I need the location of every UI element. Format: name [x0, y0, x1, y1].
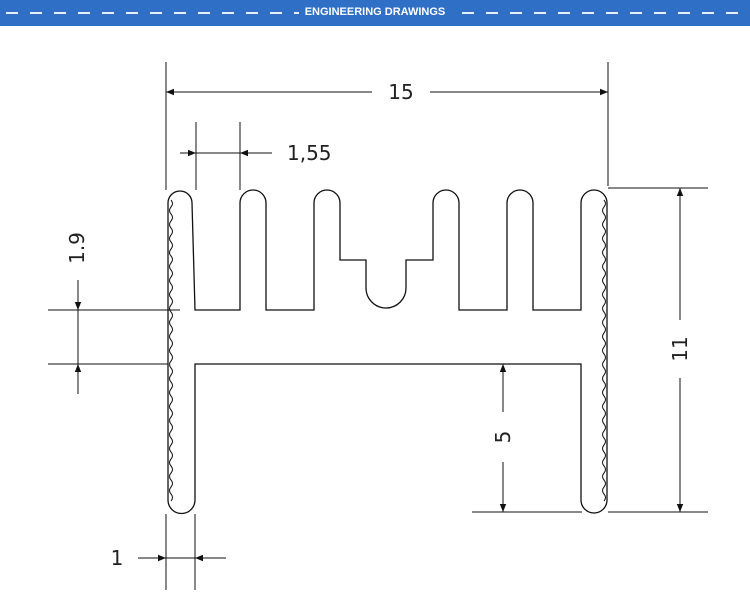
- header-dash: [726, 12, 738, 14]
- header-dash: [486, 12, 498, 14]
- heatsink-profile-drawing: 15 1,55 1.9 11 5 1: [48, 62, 708, 590]
- header-dash: [534, 12, 546, 14]
- header-dash: [126, 12, 138, 14]
- header-dash: [150, 12, 162, 14]
- header-bar: ENGINEERING DRAWINGS: [0, 0, 750, 26]
- header-dash: [510, 12, 522, 14]
- header-dash: [174, 12, 186, 14]
- header-dash: [222, 12, 234, 14]
- heatsink-outline: [167, 189, 608, 515]
- dim-leg-height-label: 5: [491, 431, 515, 444]
- header-dash: [630, 12, 642, 14]
- header-dash: [558, 12, 570, 14]
- header-dash: [606, 12, 618, 14]
- header-title-wrap: ENGINEERING DRAWINGS: [0, 0, 750, 26]
- dim-overall-width-label: 15: [388, 80, 413, 104]
- header-title: ENGINEERING DRAWINGS: [298, 6, 452, 18]
- header-dash: [462, 12, 474, 14]
- header-dash: [102, 12, 114, 14]
- header-dash: [270, 12, 282, 14]
- header-dash: [246, 12, 258, 14]
- header-dash: [702, 12, 714, 14]
- header-dash: [6, 12, 18, 14]
- dimension-lines: [48, 62, 708, 590]
- header-dash: [654, 12, 666, 14]
- left-knurl-edge: [169, 199, 173, 502]
- dim-fin-pitch-label: 1,55: [287, 141, 332, 165]
- header-dash: [30, 12, 42, 14]
- header-dash: [78, 12, 90, 14]
- dim-wall-thickness-label: 1: [111, 546, 124, 570]
- right-knurl-edge: [602, 199, 606, 502]
- header-dash: [582, 12, 594, 14]
- dim-overall-height-label: 11: [668, 336, 692, 361]
- header-dash: [54, 12, 66, 14]
- profile-outline: [167, 189, 608, 515]
- header-dash: [198, 12, 210, 14]
- dim-fin-depth-label: 1.9: [65, 232, 89, 264]
- header-dash: [678, 12, 690, 14]
